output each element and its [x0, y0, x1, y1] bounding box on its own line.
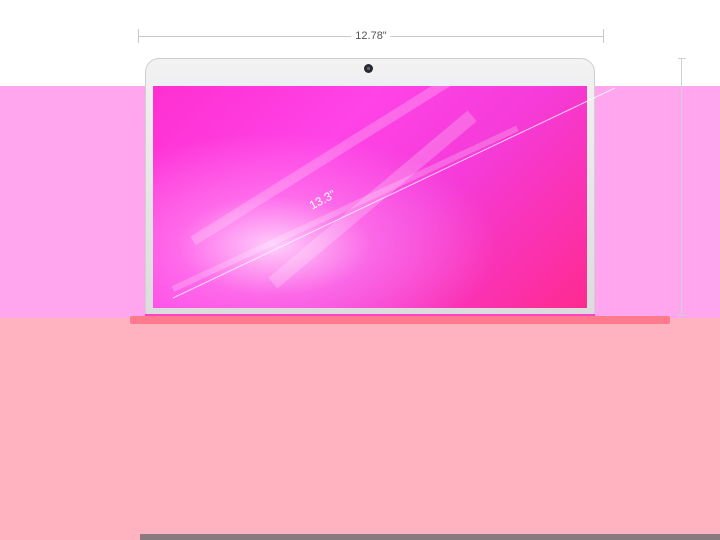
webcam-lens — [367, 67, 370, 70]
width-dimension: 12.78" — [138, 29, 604, 43]
background-panel-left — [0, 86, 150, 318]
wallpaper-streak — [268, 110, 477, 289]
width-dimension-tick-right — [603, 29, 604, 43]
laptop-base-edge — [130, 316, 670, 324]
laptop-screen — [153, 86, 587, 308]
floor-shadow — [140, 534, 720, 540]
webcam-icon — [364, 64, 373, 73]
menu-bar — [153, 78, 587, 86]
laptop-lid — [145, 58, 595, 316]
height-dimension — [678, 58, 686, 316]
laptop-base-area — [0, 318, 720, 540]
height-dimension-line — [681, 58, 682, 316]
background-panel-right — [590, 86, 720, 318]
width-label: 12.78" — [351, 29, 391, 43]
height-dimension-tick-bottom — [678, 315, 686, 316]
height-dimension-tick-top — [678, 58, 686, 59]
width-dimension-tick-left — [138, 29, 139, 43]
